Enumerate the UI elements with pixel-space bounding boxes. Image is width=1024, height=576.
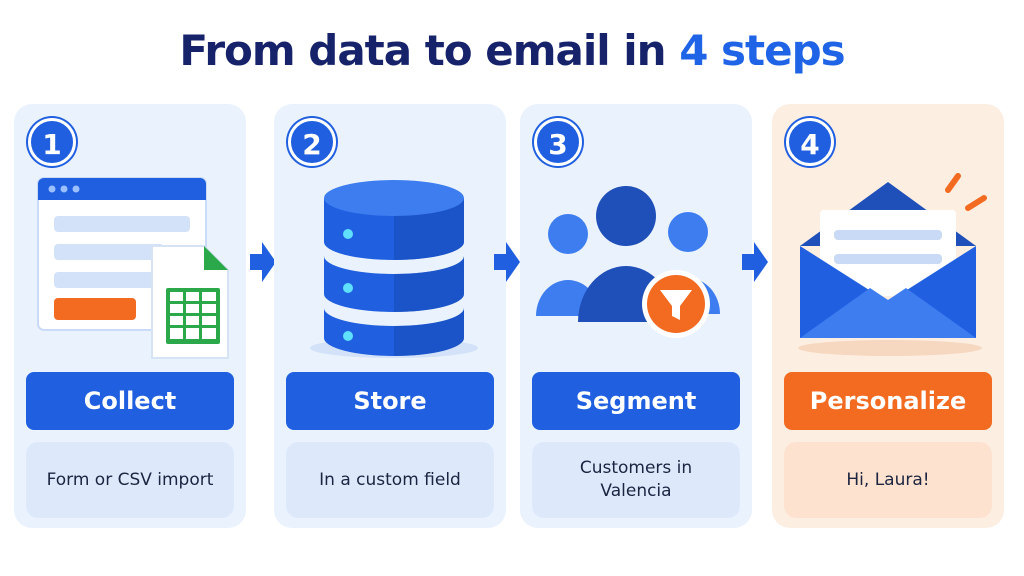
step-description: Customers in Valencia bbox=[532, 442, 740, 518]
title-highlight: 4 steps bbox=[679, 26, 845, 75]
step-number-badge: 2 bbox=[288, 118, 336, 166]
open-envelope-icon bbox=[798, 173, 987, 356]
arrow-right-icon bbox=[494, 242, 520, 282]
step-card-collect: 1 Collect Form or CSV import bbox=[14, 104, 246, 528]
people-filter-icon bbox=[536, 186, 720, 338]
step-label: Personalize bbox=[784, 372, 992, 430]
step-card-segment: 3 Segment Customers in Valencia bbox=[520, 104, 752, 528]
step-number-badge: 1 bbox=[28, 118, 76, 166]
step-label: Segment bbox=[532, 372, 740, 430]
title-prefix: From data to email in bbox=[179, 26, 680, 75]
form-spreadsheet-icon bbox=[37, 177, 229, 359]
page-title: From data to email in 4 steps bbox=[0, 26, 1024, 75]
step-description: In a custom field bbox=[286, 442, 494, 518]
step-label: Store bbox=[286, 372, 494, 430]
database-icon bbox=[310, 180, 478, 358]
step-number-badge: 3 bbox=[534, 118, 582, 166]
step-number-badge: 4 bbox=[786, 118, 834, 166]
step-description: Form or CSV import bbox=[26, 442, 234, 518]
step-card-personalize: 4 Personalize Hi, Laura! bbox=[772, 104, 1004, 528]
arrow-right-icon bbox=[250, 242, 276, 282]
arrow-right-icon bbox=[742, 242, 768, 282]
step-card-store: 2 Store In a custom field bbox=[274, 104, 506, 528]
step-description: Hi, Laura! bbox=[784, 442, 992, 518]
step-label: Collect bbox=[26, 372, 234, 430]
